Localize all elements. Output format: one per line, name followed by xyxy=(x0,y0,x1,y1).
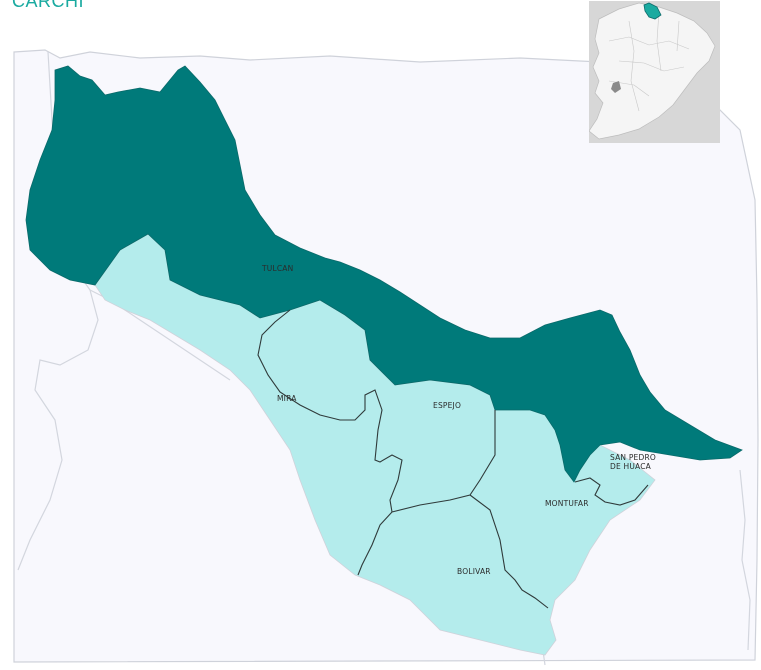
border-espejo xyxy=(391,410,496,513)
ecuador-locator-map-icon xyxy=(589,1,720,143)
border-bolivar-west xyxy=(357,511,393,576)
border-mira xyxy=(257,309,403,513)
border-bolivar xyxy=(469,494,549,609)
label-tulcan: TULCAN xyxy=(261,264,293,273)
external-boundary xyxy=(739,469,751,651)
map-title: CARCHI xyxy=(12,0,85,11)
region-tulcan xyxy=(25,65,743,483)
label-san-pedro-line2: DE HUACA xyxy=(610,462,652,471)
label-montufar: MONTUFAR xyxy=(545,499,589,508)
border-montufar xyxy=(574,477,649,506)
label-mira: MIRA xyxy=(277,394,297,403)
label-bolivar: BOLIVAR xyxy=(457,567,491,576)
label-san-pedro-line1: SAN PEDRO xyxy=(610,453,656,462)
label-espejo: ESPEJO xyxy=(433,401,461,410)
